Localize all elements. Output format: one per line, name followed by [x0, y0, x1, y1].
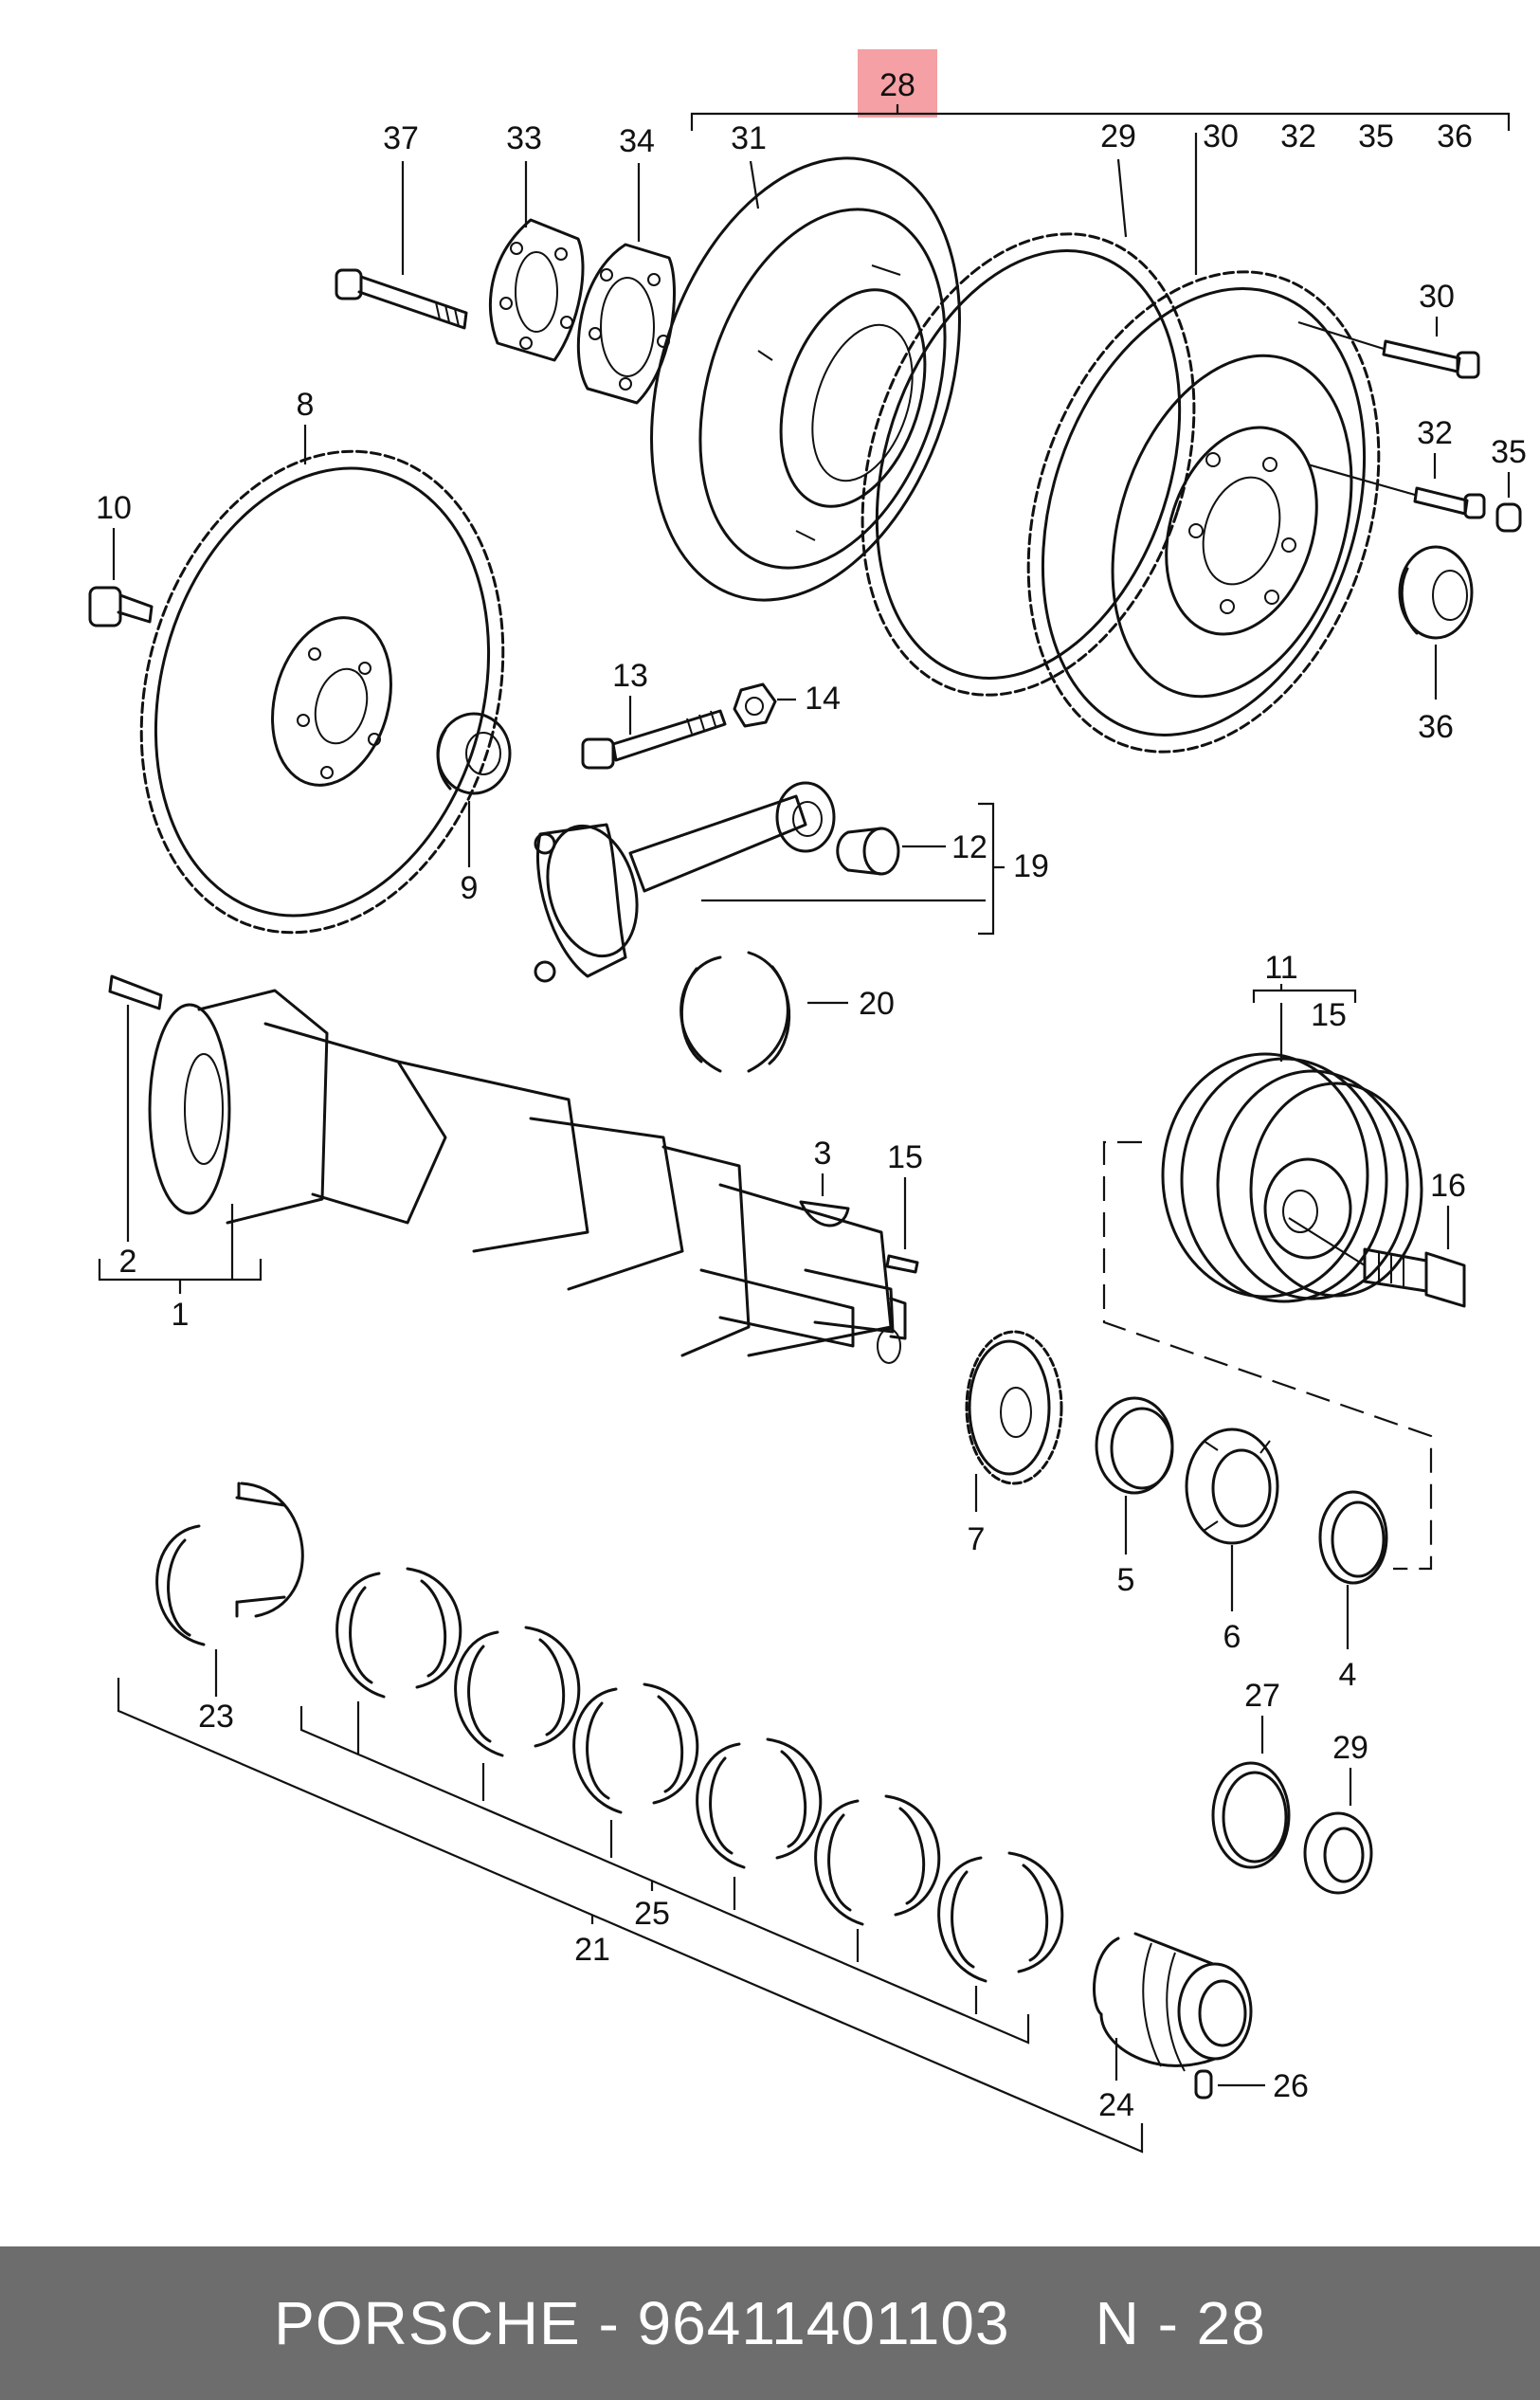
- ring-27: [1303, 1811, 1373, 1895]
- label-15-pulley: 15: [1311, 997, 1347, 1033]
- gear-7: [965, 1330, 1063, 1485]
- leader-29: [1116, 158, 1128, 238]
- label-13: 13: [612, 658, 648, 694]
- bracket-23: [299, 1701, 1030, 2045]
- label-1: 1: [172, 1297, 190, 1333]
- label-12: 12: [951, 829, 987, 865]
- label-25: 26: [1273, 2068, 1309, 2104]
- ring-gear-29: [861, 232, 1196, 697]
- plate-33: [488, 218, 585, 362]
- bearing-24: [1093, 1932, 1253, 2072]
- plate-34: [576, 243, 677, 405]
- label-6: 6: [1223, 1619, 1241, 1655]
- pin-25: [1194, 2069, 1213, 2100]
- bracket-28: [690, 104, 1511, 131]
- ring-26: [1211, 1761, 1291, 1869]
- label-8: 8: [297, 387, 315, 423]
- label-20: 20: [859, 986, 895, 1022]
- dash-pulley-box: [1102, 1140, 1433, 1571]
- bracket-1: [98, 1204, 263, 1294]
- ring-4: [1318, 1490, 1388, 1585]
- bearing-shell-20: [679, 951, 791, 1073]
- label-37: 37: [383, 120, 419, 156]
- main-bearing-shells-23: [335, 1567, 1064, 1983]
- label-32-top: 32: [1280, 118, 1316, 155]
- label-21: 21: [574, 1932, 610, 1968]
- connecting-rod-19: [534, 781, 836, 983]
- bearing-6: [1185, 1427, 1279, 1545]
- label-28[interactable]: 28: [879, 67, 915, 103]
- label-29: 29: [1100, 118, 1136, 155]
- bolt-13: [581, 709, 727, 770]
- pin-15: [885, 1254, 919, 1274]
- label-24: 24: [1098, 2087, 1134, 2123]
- crankshaft-1: [148, 989, 907, 1364]
- label-26: 27: [1244, 1678, 1280, 1714]
- label-30-top: 30: [1203, 118, 1239, 155]
- label-9: 9: [461, 870, 479, 906]
- plate-31: [650, 156, 961, 602]
- label-34: 34: [619, 123, 655, 159]
- label-35-top: 35: [1358, 118, 1394, 155]
- bolt-30: [1297, 320, 1480, 379]
- nut-14: [733, 682, 777, 728]
- label-2: 2: [119, 1244, 137, 1280]
- label-5: 5: [1117, 1562, 1135, 1598]
- label-15-small: 15: [887, 1139, 923, 1175]
- cap-35: [1495, 502, 1522, 533]
- label-33: 33: [506, 120, 542, 156]
- label-19: 19: [1013, 848, 1049, 884]
- label-16: 16: [1430, 1168, 1466, 1204]
- label-23: 25: [634, 1896, 670, 1932]
- bushing-12: [836, 827, 900, 876]
- bolt-37: [335, 268, 468, 330]
- flywheel-8: [139, 449, 505, 935]
- label-22: 23: [198, 1699, 234, 1735]
- dowel-2: [108, 974, 163, 1010]
- parts-diagram: 28 37 33 34 31 29 30 32 35 36: [88, 49, 1527, 2154]
- label-35-right: 35: [1491, 434, 1527, 470]
- label-11: 11: [1264, 950, 1297, 986]
- flywheel-30: [1026, 270, 1381, 754]
- bracket-11: [1252, 984, 1357, 1003]
- bolt-32: [1307, 463, 1486, 519]
- label-36-top: 36: [1437, 118, 1473, 155]
- footer-bar: PORSCHE - 96411401103 N - 28: [0, 2246, 1540, 2400]
- label-32-right: 32: [1417, 415, 1453, 451]
- bracket-21: [117, 1678, 1144, 2154]
- bolt-10: [88, 586, 154, 627]
- label-36-right: 36: [1418, 709, 1454, 745]
- label-7: 7: [968, 1521, 986, 1557]
- label-27: 29: [1332, 1730, 1368, 1766]
- bolt-16: [1288, 1217, 1466, 1308]
- thrust-bearing-22: [155, 1482, 304, 1646]
- bracket-19: [701, 802, 1005, 936]
- label-10: 10: [96, 490, 132, 526]
- bearing-36: [1398, 545, 1474, 640]
- pulley-15: [1161, 1052, 1423, 1303]
- label-31: 31: [731, 120, 767, 156]
- label-30-right: 30: [1419, 279, 1455, 315]
- footer-brand-part-number: PORSCHE - 96411401103: [274, 2289, 1010, 2357]
- label-4: 4: [1339, 1657, 1357, 1693]
- leader-31: [749, 160, 760, 209]
- woodruff-key-3: [799, 1200, 850, 1227]
- bearing-9: [436, 712, 512, 795]
- label-14: 14: [805, 681, 841, 717]
- label-3: 3: [814, 1136, 832, 1172]
- footer-page-ref: N - 28: [1095, 2289, 1266, 2357]
- ring-5: [1095, 1396, 1174, 1495]
